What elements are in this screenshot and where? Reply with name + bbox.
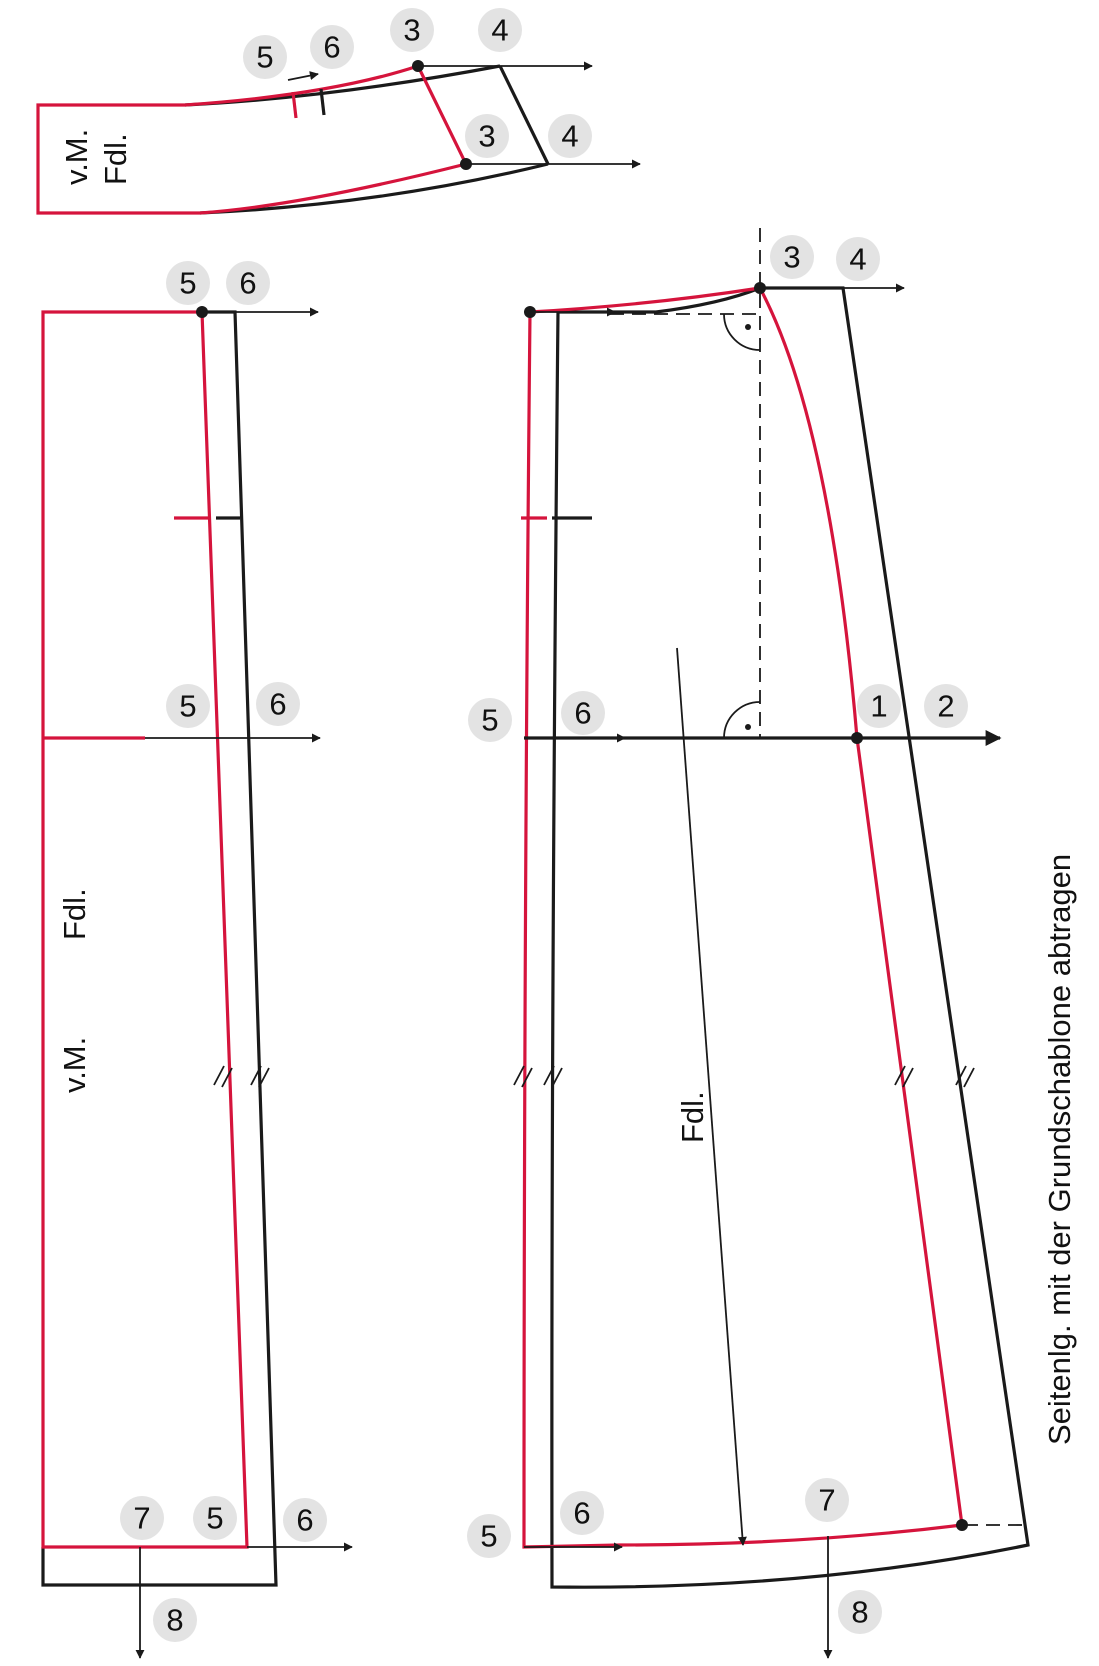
badge-1-main: 1 <box>857 684 901 728</box>
svg-text:4: 4 <box>849 242 866 277</box>
main-seam-mark-left-black <box>543 1065 563 1088</box>
badge-8-main: 8 <box>838 1590 882 1634</box>
badge-4-waistband-lower: 4 <box>548 114 592 158</box>
badge-5-main-hip: 5 <box>468 698 512 742</box>
svg-text:6: 6 <box>269 687 286 722</box>
badge-7-main: 7 <box>805 1478 849 1522</box>
facing-label-grain-line: Fdl. <box>57 888 92 940</box>
svg-text:7: 7 <box>133 1501 150 1536</box>
main-point-hem-side <box>956 1519 968 1531</box>
waistband-red-notch <box>291 91 298 119</box>
main-label-side-length-note: Seitenlg. mit der Grundschablone abtrage… <box>1042 854 1077 1445</box>
main-point-5-top <box>524 306 536 318</box>
svg-text:5: 5 <box>480 1519 497 1554</box>
svg-text:6: 6 <box>573 1496 590 1531</box>
svg-text:6: 6 <box>239 266 256 301</box>
badge-8-facing: 8 <box>153 1598 197 1642</box>
facing-red-seam-mark <box>213 1065 233 1088</box>
main-seam-mark-left-red <box>513 1065 533 1088</box>
main-seam-mark-right-black <box>955 1065 975 1088</box>
svg-text:3: 3 <box>478 119 495 154</box>
svg-text:3: 3 <box>783 240 800 275</box>
svg-text:6: 6 <box>323 30 340 65</box>
main-black-outline <box>550 286 1030 1589</box>
waistband-shift-arrow <box>287 71 319 81</box>
main-right-angle-hip <box>723 701 761 739</box>
badge-3-waistband-upper: 3 <box>390 8 434 52</box>
waistband-point-3-lower <box>460 158 472 170</box>
badge-5-waistband: 5 <box>243 35 287 79</box>
svg-text:3: 3 <box>403 13 420 48</box>
svg-text:8: 8 <box>166 1603 183 1638</box>
main-point-1 <box>851 732 863 744</box>
facing-label-front-middle: v.M. <box>57 1037 92 1093</box>
main-grain-line-arrow <box>676 647 747 1546</box>
svg-text:1: 1 <box>870 689 887 724</box>
badge-5-facing-top: 5 <box>166 261 210 305</box>
badge-4-waistband-upper: 4 <box>478 8 522 52</box>
badge-3-main: 3 <box>770 235 814 279</box>
waistband-black-notch <box>319 88 326 116</box>
waistband-point-3-upper <box>412 60 424 72</box>
badge-3-waistband-lower: 3 <box>465 114 509 158</box>
waistband-piece: v.M. Fdl. 5 6 3 4 3 4 <box>36 8 641 215</box>
waistband-black-bottom-edge <box>199 162 549 215</box>
facing-red-outline <box>41 310 249 1549</box>
badge-5-main-hem: 5 <box>467 1514 511 1558</box>
front-facing-piece: Fdl. v.M. 5 6 5 6 7 5 6 8 <box>41 261 353 1659</box>
svg-text:4: 4 <box>491 13 508 48</box>
svg-text:6: 6 <box>574 696 591 731</box>
svg-text:5: 5 <box>179 689 196 724</box>
main-red-outline <box>522 286 964 1549</box>
svg-text:8: 8 <box>851 1595 868 1630</box>
svg-text:5: 5 <box>481 703 498 738</box>
badge-5-facing-hem: 5 <box>193 1496 237 1540</box>
main-seam-mark-right-red <box>894 1065 914 1088</box>
waistband-label-front-middle: v.M. <box>59 129 94 185</box>
svg-text:4: 4 <box>561 119 578 154</box>
svg-text:2: 2 <box>937 689 954 724</box>
svg-text:6: 6 <box>296 1503 313 1538</box>
badge-6-facing-top: 6 <box>226 261 270 305</box>
badge-4-main: 4 <box>836 237 880 281</box>
badge-6-waistband: 6 <box>310 25 354 69</box>
main-right-angle-top-dot <box>745 324 751 330</box>
main-point-3 <box>754 282 766 294</box>
badge-6-facing-hip: 6 <box>256 682 300 726</box>
svg-text:5: 5 <box>206 1501 223 1536</box>
badge-7-facing-hem: 7 <box>120 1496 164 1540</box>
main-label-grain-line: Fdl. <box>675 1091 710 1143</box>
main-pattern-piece: Fdl. Seitenlg. mit der Grundschablone ab… <box>467 228 1077 1659</box>
badge-5-facing-hip: 5 <box>166 684 210 728</box>
badge-2-main: 2 <box>924 684 968 728</box>
facing-black-seam-mark <box>250 1065 270 1088</box>
badge-6-facing-hem: 6 <box>283 1498 327 1542</box>
badge-6-main-hem: 6 <box>560 1491 604 1535</box>
svg-text:5: 5 <box>179 266 196 301</box>
waistband-label-grain-line: Fdl. <box>98 133 133 185</box>
badge-6-main-hip: 6 <box>561 691 605 735</box>
waistband-black-side-edge <box>498 65 550 165</box>
main-right-angle-top <box>723 313 761 351</box>
facing-point-5-top <box>196 306 208 318</box>
svg-text:7: 7 <box>818 1483 835 1518</box>
main-right-angle-hip-dot <box>745 724 751 730</box>
svg-text:5: 5 <box>256 40 273 75</box>
